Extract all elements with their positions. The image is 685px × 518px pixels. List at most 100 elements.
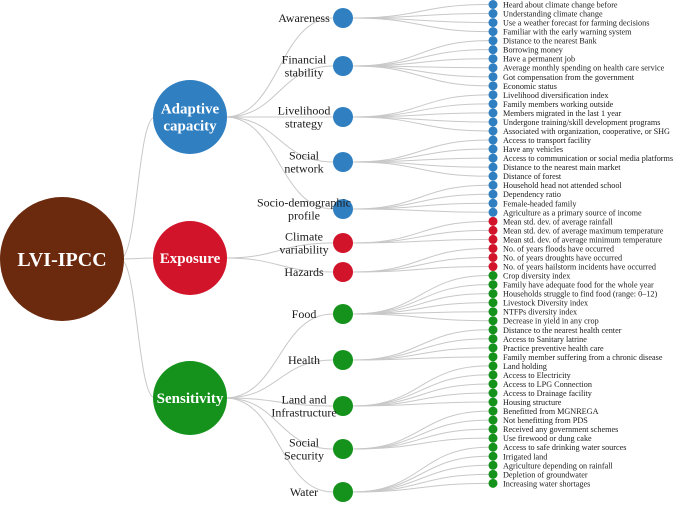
- indicator-label: Use firewood or dung cake: [503, 434, 592, 443]
- indicator-node: [488, 388, 498, 398]
- indicator-node: [488, 54, 498, 64]
- indicator-label: Use a weather forecast for farming decis…: [503, 19, 649, 28]
- indicator-node: [488, 352, 498, 362]
- component-label-health: Health: [288, 353, 320, 367]
- indicator-node: [488, 343, 498, 353]
- edge-sensitivity-to-health: [224, 359, 334, 399]
- indicator-node: [488, 126, 498, 136]
- component-node-health: [333, 350, 353, 370]
- indicator-node: [488, 289, 498, 299]
- indicator-node: [488, 81, 498, 91]
- edge-water-to-indicator: [352, 482, 489, 493]
- indicator-label: Access to Sanitary latrine: [503, 335, 587, 344]
- indicator-label: Distance of forest: [503, 172, 562, 181]
- indicator-node: [488, 225, 498, 235]
- indicator-node: [488, 280, 498, 290]
- indicator-label: Borrowing money: [503, 46, 564, 55]
- edge-layer: [119, 4, 489, 493]
- indicator-label: Land holding: [503, 362, 547, 371]
- edge-adaptive-capacity-to-socio-demographic-profile: [224, 116, 334, 210]
- indicator-label: Households struggle to find food (range:…: [503, 290, 657, 299]
- component-label-social-network: network: [284, 162, 323, 176]
- indicator-label: Irrigated land: [503, 452, 547, 461]
- edge-food-to-indicator: [352, 293, 489, 315]
- dimension-label-exposure: Exposure: [160, 251, 221, 267]
- indicator-label: Access to LPG Connection: [503, 380, 592, 389]
- edge-awareness-to-indicator: [352, 17, 489, 33]
- component-label-land-and-infrastructure: Infrastructure: [271, 406, 336, 420]
- indicator-label: Economic status: [503, 82, 557, 91]
- indicator-label: Access to safe drinking water sources: [503, 443, 626, 452]
- edge-sensitivity-to-water: [224, 397, 334, 493]
- dimension-node-sensitivity: [153, 361, 227, 435]
- edge-root-to-adaptive-capacity: [119, 116, 156, 260]
- indicator-node: [488, 415, 498, 425]
- root-node: [0, 197, 124, 321]
- indicator-label: Associated with organization, cooperativ…: [503, 127, 670, 136]
- indicator-label: Understanding climate change: [503, 10, 603, 19]
- indicator-node: [488, 442, 498, 452]
- indicator-label: Members migrated in the last 1 year: [503, 109, 622, 118]
- edge-water-to-indicator: [352, 473, 489, 493]
- edge-financial-stability-to-indicator: [352, 49, 489, 67]
- component-label-livelihood-strategy: Livelihood: [278, 104, 331, 118]
- indicator-label: Dependency ratio: [503, 190, 561, 199]
- node-layer: [0, 0, 498, 502]
- root-label: LVI-IPCC: [17, 249, 106, 271]
- indicator-label: Increasing water shortages: [503, 479, 590, 488]
- component-label-financial-stability: stability: [285, 66, 324, 80]
- edge-food-to-indicator: [352, 313, 489, 322]
- edge-water-to-indicator: [352, 446, 489, 493]
- indicator-node: [488, 45, 498, 55]
- component-node-financial-stability: [333, 56, 353, 76]
- edge-financial-stability-to-indicator: [352, 65, 489, 87]
- indicator-node: [488, 433, 498, 443]
- indicator-label: Depletion of groundwater: [503, 470, 588, 479]
- indicator-label: Housing structure: [503, 398, 562, 407]
- indicator-node: [488, 397, 498, 407]
- edge-water-to-indicator: [352, 455, 489, 493]
- indicator-label: Undergone training/skill development pro…: [503, 118, 660, 127]
- indicator-label: Crop diversity index: [503, 272, 570, 281]
- edge-socio-demographic-profile-to-indicator: [352, 184, 489, 210]
- component-label-awareness: Awareness: [278, 11, 330, 25]
- indicator-node: [488, 90, 498, 100]
- indicator-label: Agriculture as a primary source of incom…: [503, 208, 642, 217]
- component-label-climate-variability: variability: [279, 243, 328, 257]
- edge-social-network-to-indicator: [352, 161, 489, 177]
- component-label-financial-stability: Financial: [282, 53, 327, 67]
- indicator-label: Familiar with the early warning system: [503, 28, 632, 37]
- indicator-label: Decrease in yield in any crop: [503, 317, 599, 326]
- indicator-label: Family member suffering from a chronic d…: [503, 353, 663, 362]
- indicator-node: [488, 108, 498, 118]
- indicator-label: Access to transport facility: [503, 136, 592, 145]
- component-node-social-security: [333, 439, 353, 459]
- indicator-node: [488, 99, 498, 109]
- indicator-label: Received any government schemes: [503, 425, 618, 434]
- component-label-social-network: Social: [289, 149, 320, 163]
- dimension-label-sensitivity: Sensitivity: [157, 391, 224, 407]
- component-node-livelihood-strategy: [333, 107, 353, 127]
- indicator-label: Family members working outside: [503, 100, 614, 109]
- component-node-land-and-infrastructure: [333, 396, 353, 416]
- component-label-water: Water: [290, 485, 318, 499]
- indicator-label: Mean std. dev. of average maximum temper…: [503, 226, 664, 235]
- component-label-food: Food: [292, 307, 317, 321]
- component-node-social-network: [333, 152, 353, 172]
- indicator-node: [488, 0, 498, 9]
- indicator-label: Household head not attended school: [503, 181, 622, 190]
- edge-land-and-infrastructure-to-indicator: [352, 401, 489, 407]
- indicator-node: [488, 298, 498, 308]
- edge-livelihood-strategy-to-indicator: [352, 116, 489, 132]
- edge-livelihood-strategy-to-indicator: [352, 94, 489, 118]
- indicator-label: Access to Electricity: [503, 371, 572, 380]
- indicator-node: [488, 469, 498, 479]
- edge-sensitivity-to-land-and-infrastructure: [224, 397, 334, 407]
- indicator-node: [488, 72, 498, 82]
- indicator-node: [488, 117, 498, 127]
- indicator-node: [488, 9, 498, 19]
- indicator-label: Have any vehicles: [503, 145, 563, 154]
- edge-social-security-to-indicator: [352, 419, 489, 450]
- indicator-label: Mean std. dev. of average rainfall: [503, 217, 613, 226]
- indicator-label: Female-headed family: [503, 199, 577, 208]
